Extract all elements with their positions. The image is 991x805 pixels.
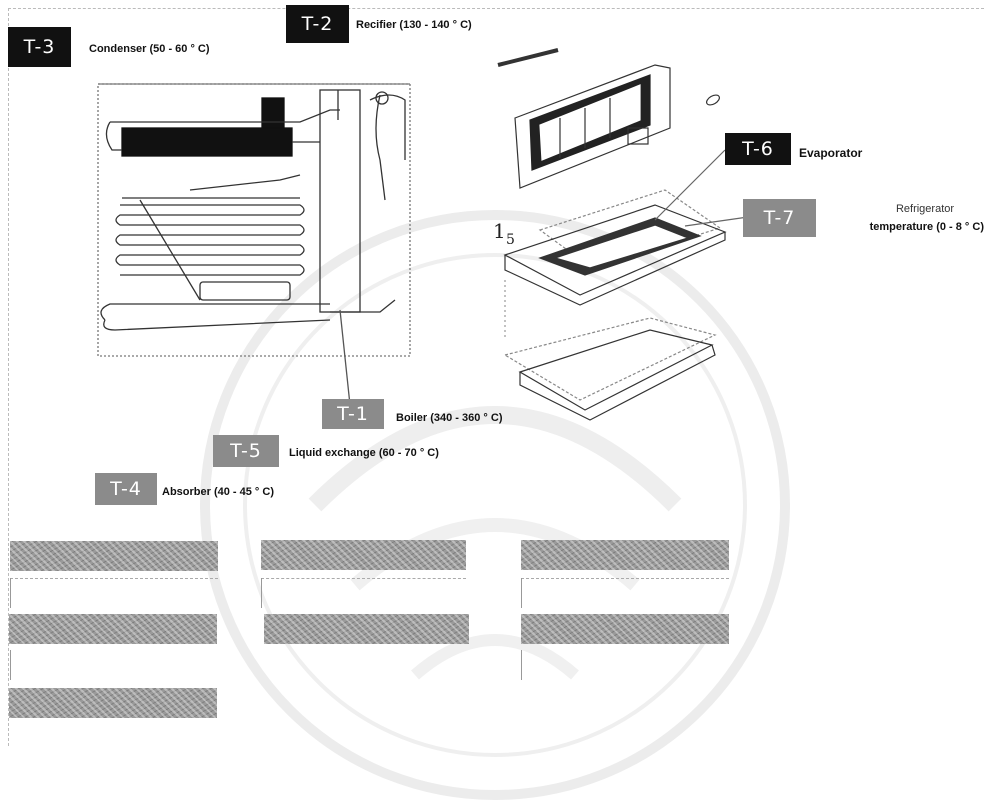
redacted-block bbox=[521, 614, 729, 644]
tag-t3: T-3 bbox=[8, 27, 71, 67]
redacted-block bbox=[261, 540, 466, 570]
divider bbox=[261, 578, 466, 579]
redacted-block bbox=[264, 614, 469, 644]
redacted-block bbox=[521, 540, 729, 570]
divider bbox=[521, 578, 522, 608]
label-refrigerator-line1: Refrigerator bbox=[826, 200, 984, 218]
label-liquid-exchange: Liquid exchange (60 - 70 ° C) bbox=[289, 447, 439, 459]
redacted-block bbox=[9, 688, 217, 718]
divider bbox=[521, 650, 522, 680]
label-rectifier: Recifier (130 - 140 ° C) bbox=[356, 19, 472, 31]
label-evaporator: Evaporator bbox=[799, 146, 862, 160]
divider bbox=[10, 578, 11, 608]
label-condenser: Condenser (50 - 60 ° C) bbox=[89, 43, 210, 55]
absorption-unit-drawing bbox=[98, 84, 410, 405]
tag-t6: T-6 bbox=[725, 133, 791, 165]
redacted-block bbox=[9, 614, 217, 644]
tag-t1: T-1 bbox=[322, 399, 384, 429]
label-boiler: Boiler (340 - 360 ° C) bbox=[396, 412, 503, 424]
divider bbox=[10, 650, 11, 680]
tag-t2: T-2 bbox=[286, 5, 349, 43]
tag-t4: T-4 bbox=[95, 473, 157, 505]
divider bbox=[10, 578, 218, 579]
tag-t7: T-7 bbox=[743, 199, 816, 237]
label-absorber: Absorber (40 - 45 ° C) bbox=[162, 486, 274, 498]
divider bbox=[261, 578, 262, 608]
svg-text:5: 5 bbox=[506, 232, 515, 248]
cabinet-drawing: 1 5 bbox=[493, 50, 755, 420]
svg-text:1: 1 bbox=[493, 219, 506, 243]
tag-t5: T-5 bbox=[213, 435, 279, 467]
label-refrigerator-line2: temperature (0 - 8 ° C) bbox=[826, 218, 984, 236]
divider bbox=[521, 578, 729, 579]
label-refrigerator-temperature: Refrigerator temperature (0 - 8 ° C) bbox=[826, 200, 984, 236]
redacted-block bbox=[10, 541, 218, 571]
